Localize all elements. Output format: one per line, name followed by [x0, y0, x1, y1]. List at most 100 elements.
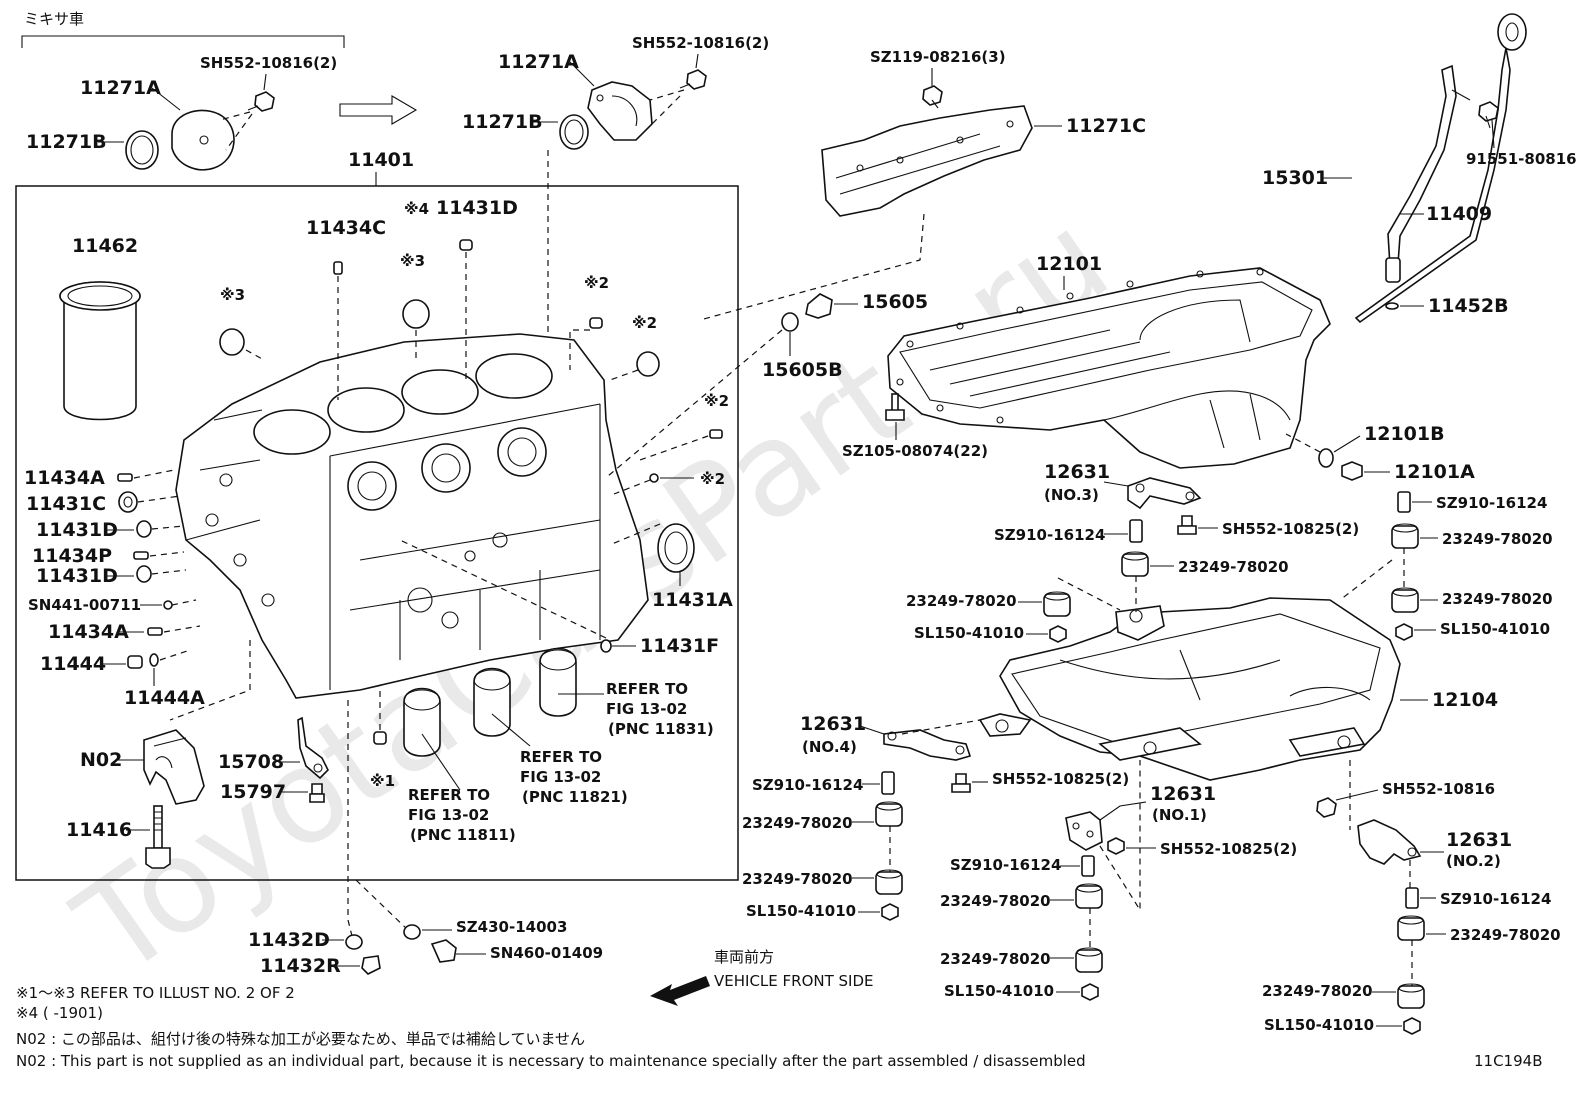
label-11434c: 11434C: [306, 217, 386, 239]
oil-level-gauge-guide-11409[interactable]: [1385, 64, 1471, 283]
plug-mark3-top[interactable]: [402, 299, 430, 329]
bracket-12631-no4[interactable]: [883, 729, 972, 761]
plug-sn441[interactable]: [163, 600, 173, 610]
cushion-23249-f[interactable]: [875, 869, 903, 895]
plate-11271c[interactable]: [821, 105, 1033, 217]
plug-11431d-1[interactable]: [136, 520, 152, 538]
collar-sz910-d[interactable]: [1081, 855, 1095, 877]
cushion-23249-a[interactable]: [1121, 551, 1149, 577]
bolt-sz119[interactable]: [922, 85, 943, 109]
bolt-15797[interactable]: [309, 783, 325, 803]
collar-sz910-c[interactable]: [881, 771, 895, 795]
bolt-11416[interactable]: [145, 805, 171, 869]
mark-4: ※4: [404, 200, 429, 218]
plug-11444[interactable]: [127, 655, 143, 669]
pin-11434a-1[interactable]: [117, 473, 133, 482]
bolt-sh552-cover[interactable]: [679, 69, 707, 90]
nut-sl150-e[interactable]: [1403, 1017, 1421, 1035]
gasket-sz430[interactable]: [403, 924, 421, 940]
nut-sl150-a[interactable]: [1049, 625, 1067, 643]
gasket-15605b[interactable]: [781, 312, 799, 332]
collar-sz910-b[interactable]: [1397, 491, 1411, 513]
nut-sl150-c[interactable]: [881, 903, 899, 921]
seal-11431c[interactable]: [118, 491, 138, 513]
oil-pan-protector-12104[interactable]: [978, 597, 1401, 781]
pin-11434p[interactable]: [133, 551, 149, 560]
nut-sl150-b[interactable]: [1395, 623, 1413, 641]
ref-11821-a: REFER TO: [520, 748, 602, 766]
oil-seal-11431a[interactable]: [657, 523, 695, 573]
pin-11434a-2[interactable]: [147, 627, 163, 636]
label-15605: 15605: [862, 291, 928, 313]
label-11431a: 11431A: [652, 589, 733, 611]
bearing-pnc11821[interactable]: [473, 667, 511, 737]
plug-sn460[interactable]: [430, 939, 457, 963]
label-sh552-d: SH552-10825(2): [992, 770, 1129, 788]
mark-1: ※1: [370, 772, 395, 790]
cushion-23249-g[interactable]: [1075, 883, 1103, 909]
drain-plug-15605[interactable]: [805, 293, 833, 319]
dipstick-15301[interactable]: [1354, 13, 1527, 324]
oil-pan-12101[interactable]: [887, 267, 1331, 469]
bolt-91551[interactable]: [1478, 101, 1499, 129]
label-11271b-mixer: 11271B: [26, 131, 107, 153]
nut-sl150-d[interactable]: [1081, 983, 1099, 1001]
plug-mark2-d[interactable]: [649, 473, 659, 483]
bracket-12631-no1[interactable]: [1065, 811, 1103, 851]
label-23249-b: 23249-78020: [1442, 530, 1553, 548]
cushion-23249-b[interactable]: [1391, 523, 1419, 549]
cylinder-block[interactable]: [175, 333, 649, 699]
drain-plug-12101a[interactable]: [1341, 461, 1363, 481]
cushion-23249-e[interactable]: [875, 801, 903, 827]
plug-mark2-b[interactable]: [636, 351, 660, 377]
bolt-sz105[interactable]: [885, 393, 905, 421]
ref-11821-c: (PNC 11821): [522, 788, 628, 806]
label-12631-no4: 12631: [800, 713, 866, 735]
plug-11432d[interactable]: [345, 934, 363, 950]
mark-2d: ※2: [700, 470, 725, 488]
bolt-sh552-mixer[interactable]: [247, 91, 275, 112]
bearing-pnc11811[interactable]: [403, 687, 441, 757]
label-sn441: SN441-00711: [28, 596, 141, 614]
collar-sz910-e[interactable]: [1405, 887, 1419, 909]
pin-11434c[interactable]: [333, 261, 343, 275]
label-sn460: SN460-01409: [490, 944, 603, 962]
mark-2a: ※2: [584, 274, 609, 292]
main-bearing-cap-n02[interactable]: [143, 729, 205, 805]
gasket-11444a[interactable]: [149, 653, 159, 667]
plug-mark3-left[interactable]: [219, 328, 245, 356]
cover-11271a[interactable]: [587, 81, 653, 141]
label-23249-f: 23249-78020: [742, 870, 853, 888]
label-11271c: 11271C: [1066, 115, 1146, 137]
ref-11821-b: FIG 13-02: [520, 768, 601, 786]
plug-11431d-top[interactable]: [459, 239, 473, 251]
bolt-sh552-d[interactable]: [951, 773, 971, 793]
plug-11432r[interactable]: [361, 955, 381, 975]
plug-11431d-2[interactable]: [136, 565, 152, 583]
pin-mark2-c[interactable]: [709, 429, 723, 439]
liner-11462[interactable]: [59, 281, 141, 421]
cushion-23249-d[interactable]: [1043, 591, 1071, 617]
bracket-12631-no3[interactable]: [1127, 477, 1202, 510]
oil-jet-15708[interactable]: [297, 716, 329, 780]
plug-11431f[interactable]: [600, 639, 612, 653]
bearing-pnc11831[interactable]: [539, 647, 577, 717]
cushion-23249-h[interactable]: [1075, 947, 1103, 973]
bracket-12631-no2[interactable]: [1357, 819, 1422, 865]
bolt-sh552-e[interactable]: [1107, 837, 1125, 855]
gasket-12101b[interactable]: [1318, 448, 1334, 468]
cover-11271a-mixer[interactable]: [171, 109, 235, 171]
pin-mark1[interactable]: [373, 731, 387, 745]
cushion-23249-c[interactable]: [1391, 587, 1419, 613]
cushion-23249-j[interactable]: [1397, 983, 1425, 1009]
o-ring-11452b[interactable]: [1385, 302, 1399, 310]
gasket-11271b-mixer[interactable]: [125, 130, 159, 170]
bolt-sh552-f[interactable]: [1316, 797, 1337, 818]
gasket-11271b[interactable]: [559, 114, 589, 150]
label-sl150-c: SL150-41010: [746, 902, 856, 920]
collar-sz910-a[interactable]: [1129, 519, 1143, 543]
bolt-sh552-c[interactable]: [1177, 515, 1197, 535]
label-11409: 11409: [1426, 203, 1492, 225]
cushion-23249-i[interactable]: [1397, 915, 1425, 941]
plug-mark2-a[interactable]: [589, 317, 603, 329]
